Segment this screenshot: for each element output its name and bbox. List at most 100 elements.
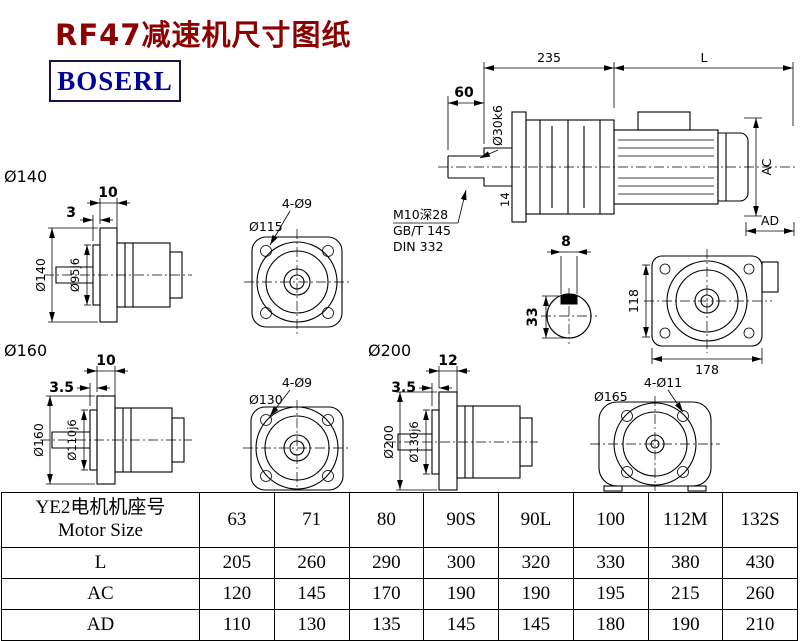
boserl-logo: BOSERL — [49, 60, 181, 102]
dim-160-pilot: Ø110j6 — [65, 419, 79, 461]
motor-size-label-en: Motor Size — [58, 520, 143, 541]
dim-200-outer: Ø200 — [381, 425, 396, 459]
table-cell: 260 — [722, 578, 798, 610]
label-boltcircle-165: Ø165 — [594, 389, 628, 404]
dim-178: 178 — [695, 362, 719, 377]
table-cell: 135 — [348, 609, 425, 641]
table-cell: 215 — [647, 578, 724, 610]
size-header-cell: 112M — [647, 492, 724, 548]
dim-200-pilot: Ø130j6 — [407, 421, 421, 463]
flange140-front-view: 4-Ø9 Ø115 — [244, 196, 350, 335]
table-cell: 195 — [572, 578, 649, 610]
table-cell: 320 — [498, 547, 574, 579]
callout-din-standard: DIN 332 — [393, 239, 444, 254]
page-title: RF47减速机尺寸图纸 — [55, 18, 352, 52]
table-row-ad: AD 110 130 135 145 145 180 190 210 — [1, 609, 798, 641]
motor-foot — [687, 485, 707, 492]
dim-ac: AC — [759, 158, 774, 175]
row-label-l: L — [1, 547, 200, 579]
table-cell: 110 — [199, 609, 275, 641]
size-header-cell: 100 — [572, 492, 649, 548]
dim-ad: AD — [761, 213, 779, 228]
dim-140-outer: Ø140 — [33, 258, 48, 292]
table-cell: 145 — [498, 609, 574, 641]
label-holes-165: 4-Ø11 — [644, 375, 682, 390]
shaft — [55, 266, 93, 284]
dim-200-thickness: 12 — [438, 353, 457, 369]
label-holes-130: 4-Ø9 — [282, 375, 312, 390]
dim-140-thickness: 10 — [98, 185, 118, 201]
table-cell: 290 — [348, 547, 425, 579]
dim-160-thickness: 10 — [96, 353, 116, 369]
dim-shaft-diameter: Ø30k6 — [490, 105, 505, 146]
table-cell: 190 — [498, 578, 574, 610]
size-header-cell: 63 — [199, 492, 275, 548]
table-row-l: L 205 260 290 300 320 330 380 430 — [1, 547, 798, 579]
size-header-cell: 90L — [498, 492, 574, 548]
table-cell: 430 — [722, 547, 798, 579]
main-view-dimensions: 235 L 60 Ø30k6 14 AC AD — [447, 50, 795, 236]
dim-235: 235 — [537, 50, 561, 65]
table-row-ac: AC 120 145 170 190 190 195 215 260 — [1, 578, 798, 610]
row-label-ad: AD — [1, 609, 200, 641]
table-cell: 260 — [273, 547, 350, 579]
terminal-box — [637, 111, 691, 131]
dim-160-outer: Ø160 — [31, 423, 46, 457]
table-cell: 180 — [572, 609, 649, 641]
view-title-160: Ø160 — [4, 341, 47, 360]
dim-140-pilot: Ø95j6 — [68, 258, 82, 292]
dim-33: 33 — [525, 307, 541, 326]
view-title-200: Ø200 — [368, 341, 411, 360]
motor-foot — [603, 485, 623, 492]
table-cell: 130 — [273, 609, 350, 641]
motor-flange-rear-view: 4-Ø11 Ø165 — [590, 375, 720, 492]
callout-gbt-standard: GB/T 145 — [393, 223, 451, 238]
flange160-side-view: Ø160 10 3.5 Ø160 Ø110j6 — [4, 341, 192, 485]
table-cell: 330 — [572, 547, 649, 579]
table-cell: 190 — [423, 578, 499, 610]
keyway-slot — [560, 293, 578, 305]
callout-thread: M10深28 — [393, 207, 448, 222]
label-boltcircle-115: Ø115 — [249, 219, 283, 234]
row-label-ac: AC — [1, 578, 200, 610]
table-cell: 380 — [647, 547, 724, 579]
table-header-row: YE2电机机座号 Motor Size 63 71 80 90S 90L 100… — [1, 492, 798, 548]
dim-60: 60 — [454, 85, 474, 101]
fan-cowl — [717, 132, 749, 202]
flange160-front-view: 4-Ø9 Ø130 — [243, 375, 351, 491]
dim-118: 118 — [626, 289, 641, 313]
size-header-cell: 80 — [348, 492, 425, 548]
dim-160-pilot-depth: 3.5 — [49, 380, 74, 396]
dim-14: 14 — [498, 192, 512, 207]
shaft-thread-callout: M10深28 GB/T 145 DIN 332 — [393, 189, 467, 254]
view-title-140: Ø140 — [4, 167, 47, 186]
motor-body — [613, 129, 719, 205]
flange200-side-view: Ø200 12 3.5 Ø200 Ø130j6 — [368, 341, 538, 491]
dim-l: L — [701, 50, 708, 65]
table-cell: 120 — [199, 578, 275, 610]
dim-140-pilot-depth: 3 — [66, 205, 76, 221]
size-header-cell: 90S — [423, 492, 499, 548]
label-holes-115: 4-Ø9 — [282, 196, 312, 211]
table-cell: 190 — [647, 609, 724, 641]
output-rear-view: 118 178 — [626, 249, 779, 377]
shaft-end-section: 8 33 — [525, 234, 597, 344]
dim-200-pilot-depth: 3.5 — [391, 380, 416, 396]
flange-plate — [438, 391, 458, 491]
motor-size-header: YE2电机机座号 Motor Size — [1, 492, 200, 548]
motor-size-label-cn: YE2电机机座号 — [35, 497, 166, 519]
technical-drawing: 235 L 60 Ø30k6 14 AC AD M10深28 GB/T 145 … — [4, 50, 798, 492]
flange140-side-view: Ø140 10 3 Ø140 Ø95j6 — [4, 167, 192, 323]
table-cell: 210 — [722, 609, 798, 641]
table-cell: 205 — [199, 547, 275, 579]
table-cell: 300 — [423, 547, 499, 579]
dim-key-width: 8 — [561, 234, 571, 250]
label-boltcircle-130: Ø130 — [249, 392, 283, 407]
main-side-view — [438, 111, 798, 223]
motor-size-table: YE2电机机座号 Motor Size 63 71 80 90S 90L 100… — [1, 492, 798, 641]
logo-text: BOSERL — [57, 65, 173, 96]
table-cell: 170 — [348, 578, 425, 610]
size-header-cell: 132S — [722, 492, 798, 548]
table-cell: 145 — [423, 609, 499, 641]
table-cell: 145 — [273, 578, 350, 610]
